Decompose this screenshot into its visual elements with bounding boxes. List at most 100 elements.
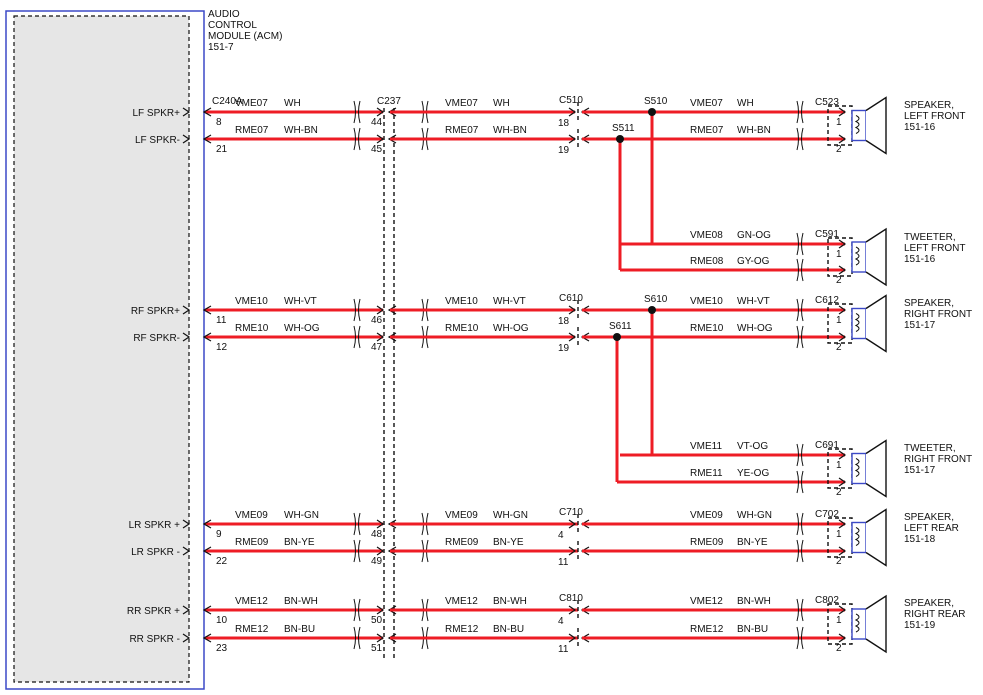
lr-plus-dest-color-label: WH-GN (737, 510, 772, 521)
rf-minus-acm-label: RF SPKR- (133, 333, 180, 344)
rf-minus-acm-out-arrow (182, 332, 191, 342)
lft-plus-dest-arrow (838, 239, 847, 249)
lr-plus-twist-3 (796, 512, 804, 536)
lr-minus-acm-out-arrow (182, 546, 191, 556)
lft-minus-dest-circuit-label: RME08 (690, 256, 724, 267)
rr-plus-c237-pin: 50 (371, 615, 383, 626)
lr-plus-dest-pin: 1 (836, 529, 842, 540)
rr-plus-acm-pin: 10 (216, 615, 228, 626)
lf-minus-splice-dot (616, 135, 624, 143)
rf-plus-dest-connector-label: C612 (815, 295, 839, 306)
lft-minus-dest-color-label: GY-OG (737, 256, 770, 267)
rr-plus-mid-pin: 4 (558, 616, 564, 627)
lr-minus-c237-in-arrow (376, 546, 385, 556)
rft-plus-dest-connector-label: C691 (815, 440, 839, 451)
lf-minus-circuit-label-1: RME07 (235, 125, 269, 136)
rf-minus-mid-pin: 19 (558, 343, 570, 354)
lft-plus-dest-pin: 1 (836, 249, 842, 260)
rr-plus-acm-out-arrow (182, 605, 191, 615)
rf-tweeter-name-line-3: 151-17 (904, 465, 936, 476)
lf-speaker-name-line-3: 151-16 (904, 122, 936, 133)
rf-tweeter-name-line-1: TWEETER, (904, 443, 956, 454)
rf-plus-circuit-label-1: VME10 (235, 296, 268, 307)
rr-minus-acm-out-arrow (182, 633, 191, 643)
lr-minus-dest-pin: 2 (836, 556, 842, 567)
lr-plus-c240a-arrow (202, 519, 212, 529)
lf-minus-color-label-1: WH-BN (284, 125, 318, 136)
connector-c240a-label: C240A (212, 96, 243, 107)
lf-plus-dest-color-label: WH (737, 98, 754, 109)
lf-minus-mid-arrow-in (568, 134, 577, 144)
lr-minus-circuit-label-1: RME09 (235, 537, 269, 548)
lr-minus-mid-arrow-in (568, 546, 577, 556)
rft-minus-dest-pin: 2 (836, 487, 842, 498)
rr-minus-dest-circuit-label: RME12 (690, 624, 724, 635)
rf-plus-dest-color-label: WH-VT (737, 296, 770, 307)
lf-plus-splice-dot (648, 108, 656, 116)
rr-plus-circuit-label-1: VME12 (235, 596, 268, 607)
lr-plus-circuit-label-1: VME09 (235, 510, 268, 521)
lr-plus-c237-in-arrow (376, 519, 385, 529)
lft-minus-dest-arrow (838, 265, 847, 275)
rft-plus-twist-3 (796, 443, 804, 467)
lr-plus-mid-connector-label: C710 (559, 507, 583, 518)
rf-speaker-coil-icon (854, 313, 860, 332)
lf-minus-c237-out-arrow (387, 134, 397, 144)
rf-plus-dest-circuit-label: VME10 (690, 296, 723, 307)
rf-plus-c237-pin: 46 (371, 315, 383, 326)
rr-plus-dest-connector-label: C802 (815, 595, 839, 606)
rr-plus-c237-in-arrow (376, 605, 385, 615)
rr-minus-dest-pin: 2 (836, 643, 842, 654)
lf-plus-acm-pin: 8 (216, 117, 222, 128)
lft-plus-dest-color-label: GN-OG (737, 230, 771, 241)
lr-minus-acm-label: LR SPKR - (131, 547, 180, 558)
lf-minus-c237-in-arrow (376, 134, 385, 144)
lf-plus-circuit-label-2: VME07 (445, 98, 478, 109)
rf-plus-color-label-1: WH-VT (284, 296, 317, 307)
module-title-line-3: MODULE (ACM) (208, 31, 282, 42)
acm-module-body (13, 15, 190, 683)
rr-plus-c240a-arrow (202, 605, 212, 615)
lr-minus-dest-circuit-label: RME09 (690, 537, 724, 548)
rf-plus-circuit-label-2: VME10 (445, 296, 478, 307)
rft-plus-dest-pin: 1 (836, 460, 842, 471)
rf-plus-twist-3 (796, 298, 804, 322)
lf-plus-twist-1 (353, 100, 361, 124)
lr-plus-color-label-2: WH-GN (493, 510, 528, 521)
rr-plus-acm-label: RR SPKR + (127, 606, 180, 617)
rr-minus-twist-1 (353, 626, 361, 650)
rr-minus-c237-pin: 51 (371, 643, 383, 654)
lr-minus-acm-pin: 22 (216, 556, 228, 567)
rf-plus-splice-label: S610 (644, 294, 668, 305)
lf-tweeter-name-line-2: LEFT FRONT (904, 243, 965, 254)
rr-plus-dest-pin: 1 (836, 615, 842, 626)
lf-minus-c240a-arrow (202, 134, 212, 144)
rf-plus-acm-label: RF SPKR+ (131, 306, 180, 317)
rft-plus-dest-color-label: VT-OG (737, 441, 768, 452)
lf-plus-c237-in-arrow (376, 107, 385, 117)
rr-minus-color-label-2: BN-BU (493, 624, 524, 635)
lr-minus-dest-color-label: BN-YE (737, 537, 768, 548)
rr-minus-acm-label: RR SPKR - (129, 634, 180, 645)
rr-plus-twist-3 (796, 598, 804, 622)
rf-plus-mid-connector-label: C610 (559, 293, 583, 304)
lf-minus-dest-color-label: WH-BN (737, 125, 771, 136)
rf-tweeter-cone-icon (865, 439, 887, 498)
lf-tweeter-cone-icon (865, 227, 887, 287)
rf-minus-acm-pin: 12 (216, 342, 228, 353)
lr-minus-circuit-label-2: RME09 (445, 537, 479, 548)
lr-plus-acm-out-arrow (182, 519, 191, 529)
lf-plus-color-label-2: WH (493, 98, 510, 109)
lr-speaker-coil-icon (854, 527, 860, 546)
lr-speaker-name-line-1: SPEAKER, (904, 512, 954, 523)
rft-minus-dest-arrow (838, 477, 847, 487)
lf-plus-dest-circuit-label: VME07 (690, 98, 723, 109)
rr-plus-dest-color-label: BN-WH (737, 596, 771, 607)
rr-minus-c240a-arrow (202, 633, 212, 643)
